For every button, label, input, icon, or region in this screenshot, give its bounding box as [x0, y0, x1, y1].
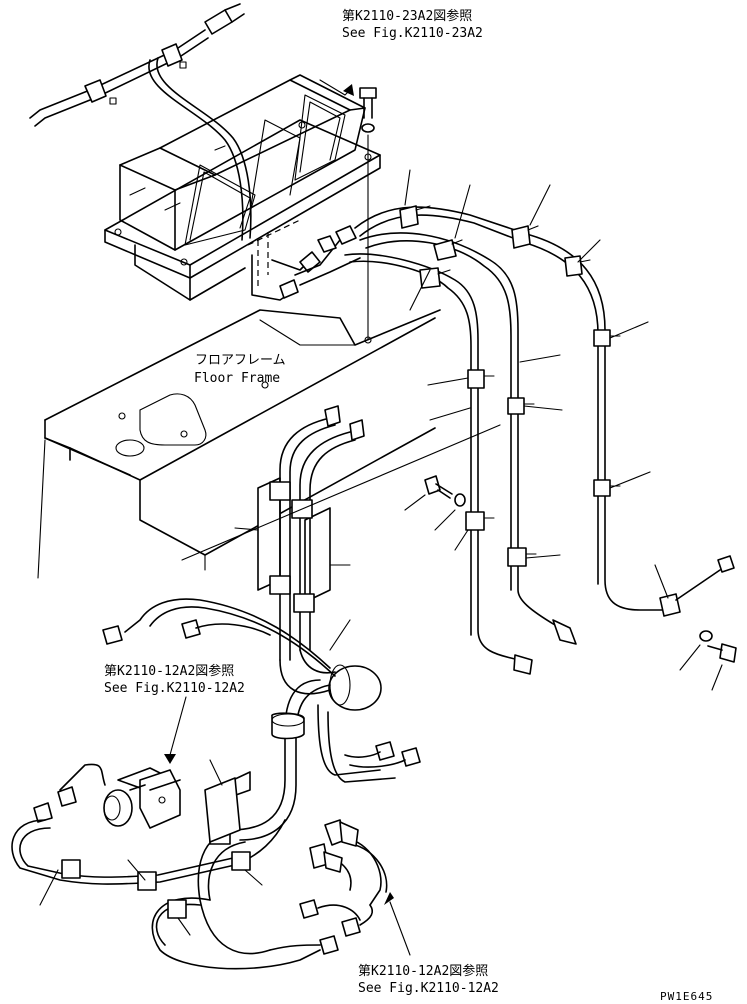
drawing-code: PW1E645: [660, 990, 713, 1003]
center-harness: [102, 405, 421, 841]
leader-lines: [39, 79, 723, 956]
mid-callout-en: See Fig.K2110-12A2: [104, 681, 245, 696]
top-callout-jp: 第K2110-23A2図参照: [342, 8, 472, 24]
lower-harness: [11, 763, 388, 970]
mid-callout-jp: 第K2110-12A2図参照: [104, 663, 234, 679]
floor-frame-en: Floor Frame: [194, 371, 280, 386]
top-callout-en: See Fig.K2110-23A2: [342, 26, 483, 41]
right-harness: [344, 205, 735, 675]
bolt-middle: [424, 475, 466, 507]
floor-frame: [37, 309, 441, 579]
top-cable: [29, 3, 252, 241]
bolt-lower-right: [699, 630, 737, 663]
bottom-callout-en: See Fig.K2110-12A2: [358, 981, 499, 996]
floor-frame-jp: フロアフレーム: [195, 353, 286, 368]
box-connectors: [251, 225, 361, 301]
console-box: [104, 74, 381, 301]
bottom-callout-jp: 第K2110-12A2図参照: [358, 963, 488, 979]
